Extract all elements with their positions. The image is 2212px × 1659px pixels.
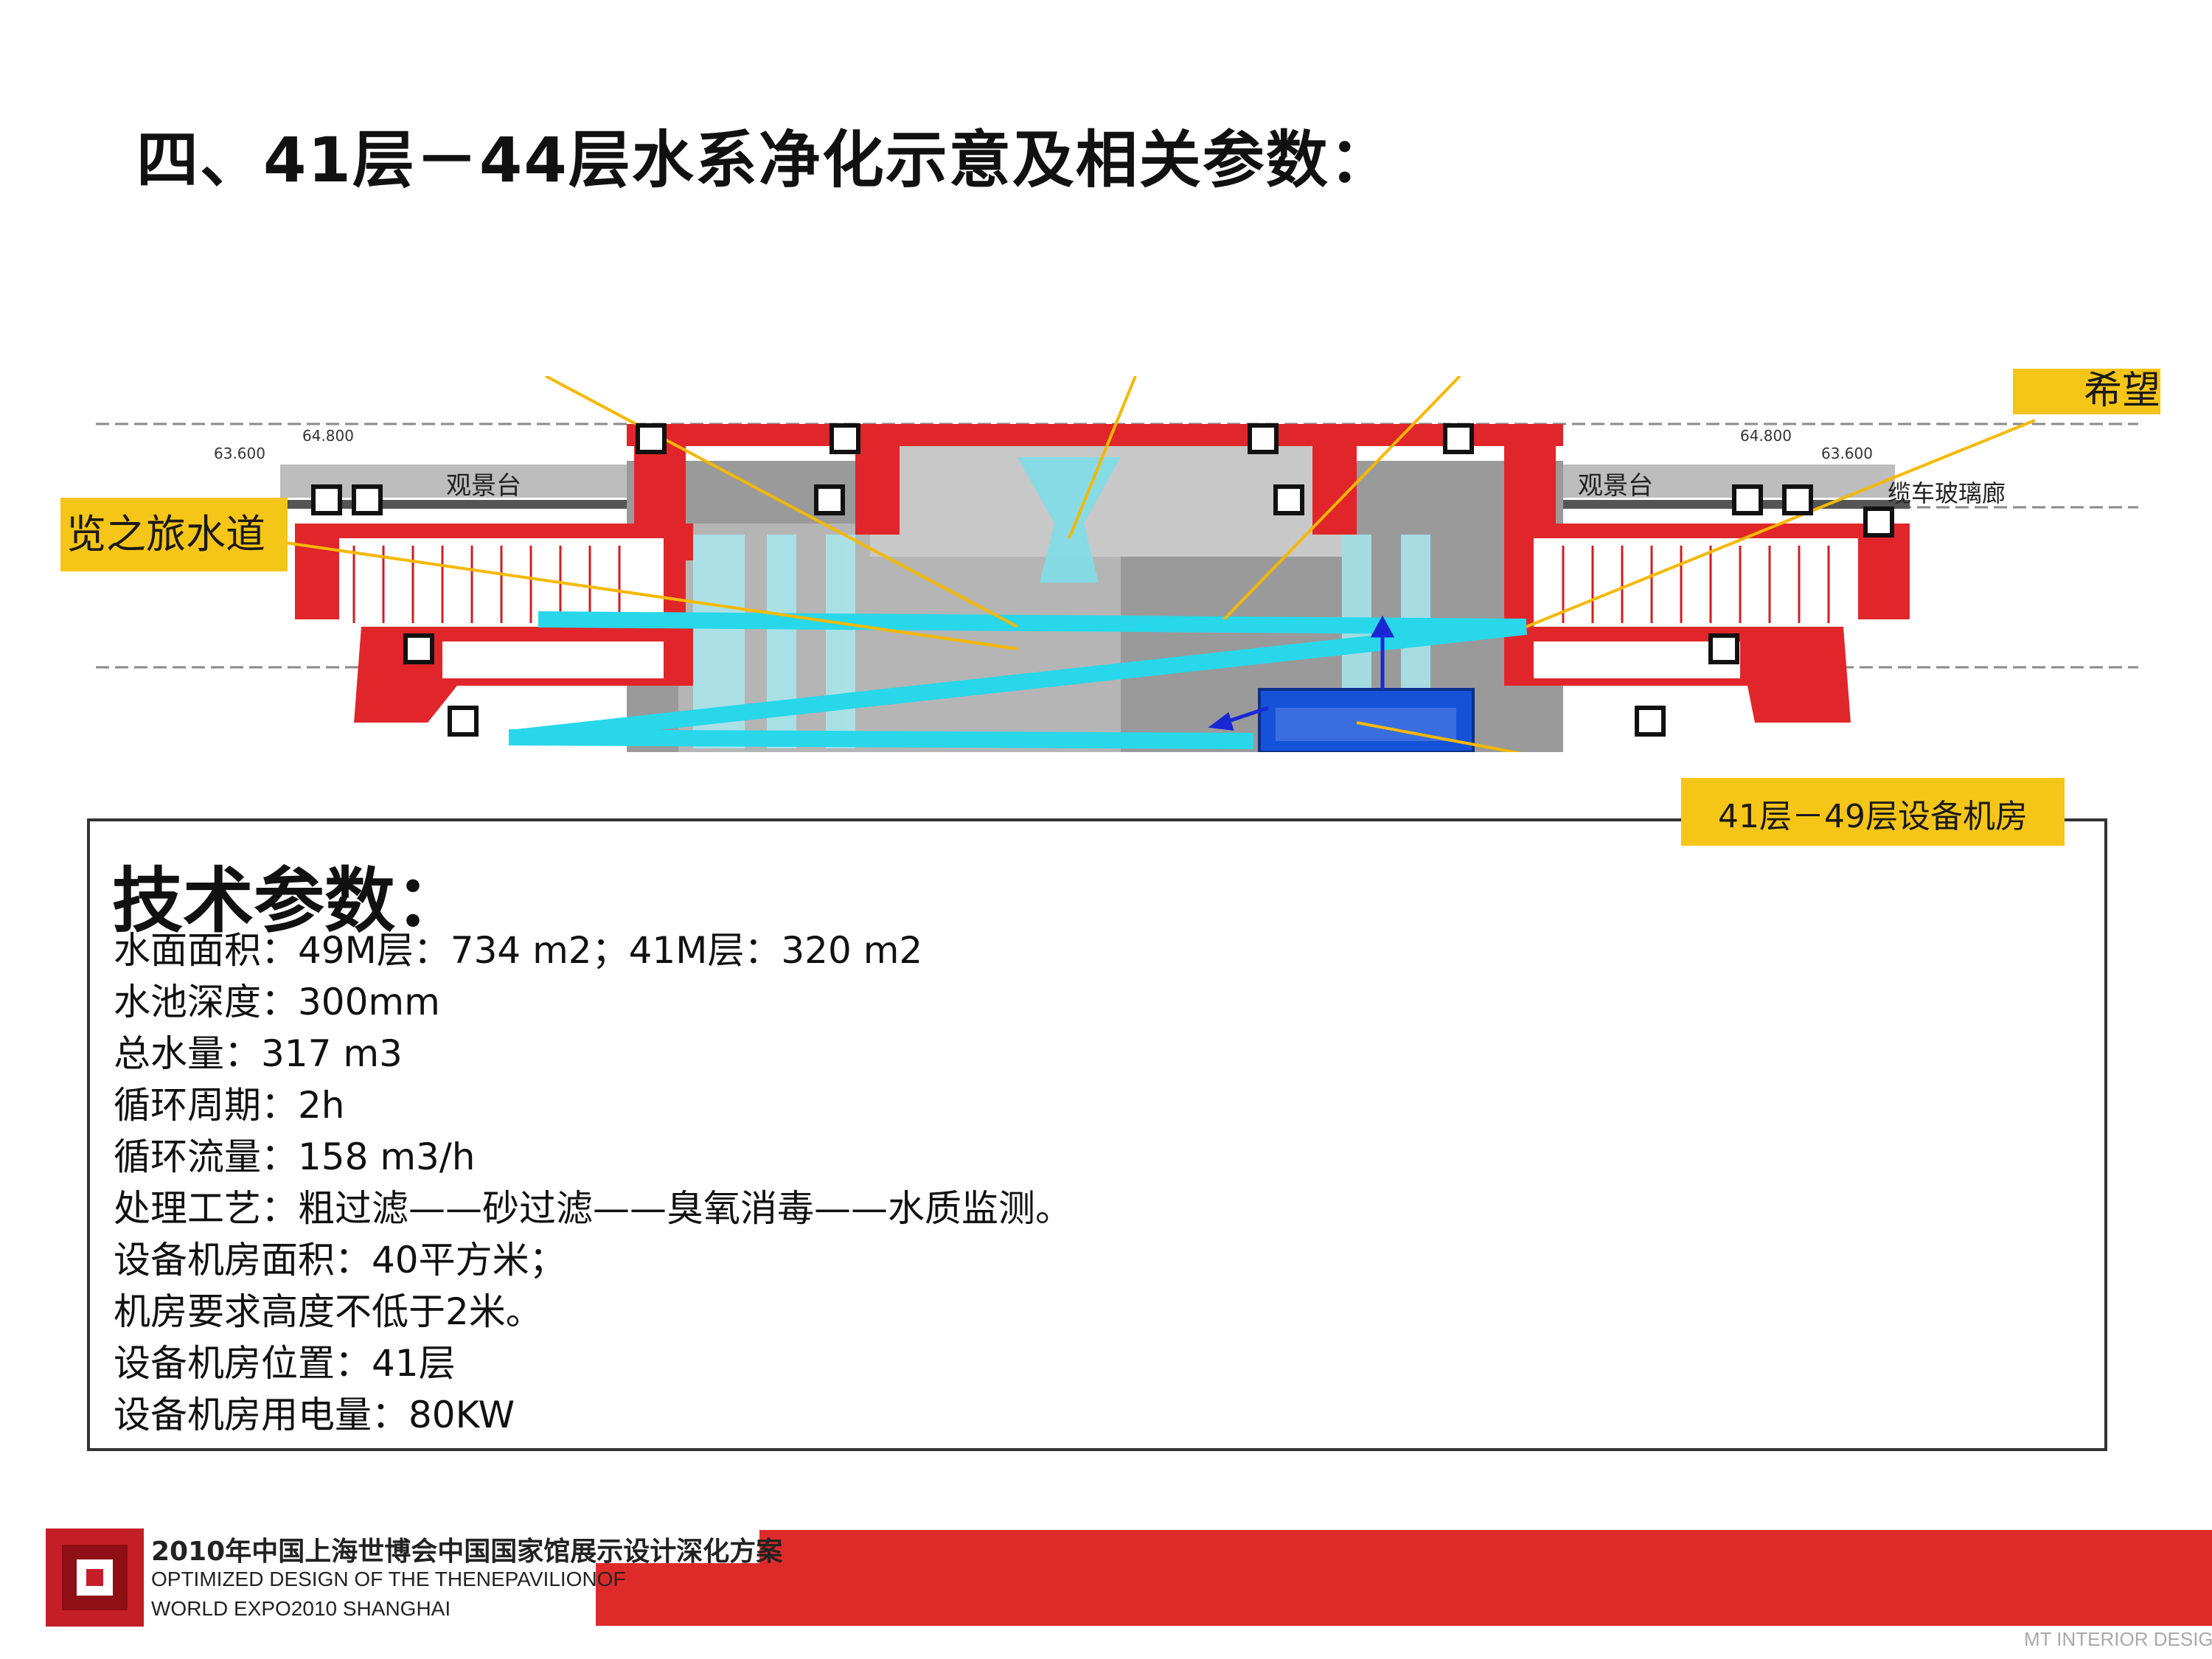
param-pool-depth: 水池深度：300mm bbox=[114, 981, 440, 1023]
section-drawing: 64.800 63.600 64.800 63.600 观景台 观景台 缆车玻璃… bbox=[59, 376, 2153, 752]
parameters-list: 水面面积：49M层：734 m2；41M层：320 m2 水池深度：300mm … bbox=[114, 925, 1072, 1441]
elev-left-1: 64.800 bbox=[302, 427, 354, 445]
deck-left-label: 观景台 bbox=[446, 471, 521, 501]
callout-waterway: 览之旅水道 bbox=[60, 498, 288, 571]
parameters-heading: 技术参数： bbox=[112, 860, 466, 942]
elev-left-2: 63.600 bbox=[214, 445, 265, 462]
footer-band-step bbox=[596, 1563, 765, 1626]
parameters-panel: 技术参数： 水面面积：49M层：734 m2；41M层：320 m2 水池深度：… bbox=[87, 818, 2107, 1451]
callout-equipment-room: 41层－49层设备机房 bbox=[1681, 778, 2065, 846]
footer-band bbox=[759, 1530, 2212, 1626]
page-title: 四、41层－44层水系净化示意及相关参数： bbox=[136, 124, 1393, 196]
elev-right-1: 64.800 bbox=[1740, 427, 1792, 445]
param-room-area: 设备机房面积：40平方米； bbox=[114, 1239, 566, 1281]
deck-right-label: 观景台 bbox=[1578, 471, 1653, 501]
footer-title-en-2: WORLD EXPO2010 SHANGHAI bbox=[151, 1597, 451, 1620]
footer-title-cn: 2010年中国上海世博会中国国家馆展示设计深化方案 bbox=[151, 1537, 783, 1567]
corridor-right-label: 缆车玻璃廊 bbox=[1888, 479, 2006, 507]
param-room-location: 设备机房位置：41层 bbox=[114, 1342, 456, 1385]
param-room-height: 机房要求高度不低于2米。 bbox=[114, 1290, 543, 1333]
param-process: 处理工艺：粗过滤——砂过滤——臭氧消毒——水质监测。 bbox=[114, 1187, 1072, 1230]
expo-logo-icon bbox=[46, 1528, 144, 1627]
param-water-area: 水面面积：49M层：734 m2；41M层：320 m2 bbox=[114, 929, 923, 972]
param-flow-rate: 循环流量：158 m3/h bbox=[114, 1135, 476, 1178]
param-power: 设备机房用电量：80KW bbox=[114, 1394, 515, 1436]
param-cycle-period: 循环周期：2h bbox=[114, 1084, 345, 1127]
param-total-volume: 总水量：317 m3 bbox=[114, 1032, 403, 1075]
section-svg: 64.800 63.600 64.800 63.600 观景台 观景台 缆车玻璃… bbox=[96, 376, 2138, 752]
watermark: MT INTERIOR DESIGN MT-BBS bbox=[2024, 1628, 2212, 1650]
footer-title-en-1: OPTIMIZED DESIGN OF THE THENEPAVILIONOF bbox=[151, 1568, 626, 1590]
callout-top-right: 希望 bbox=[2013, 369, 2160, 414]
elev-right-2: 63.600 bbox=[1821, 445, 1873, 462]
